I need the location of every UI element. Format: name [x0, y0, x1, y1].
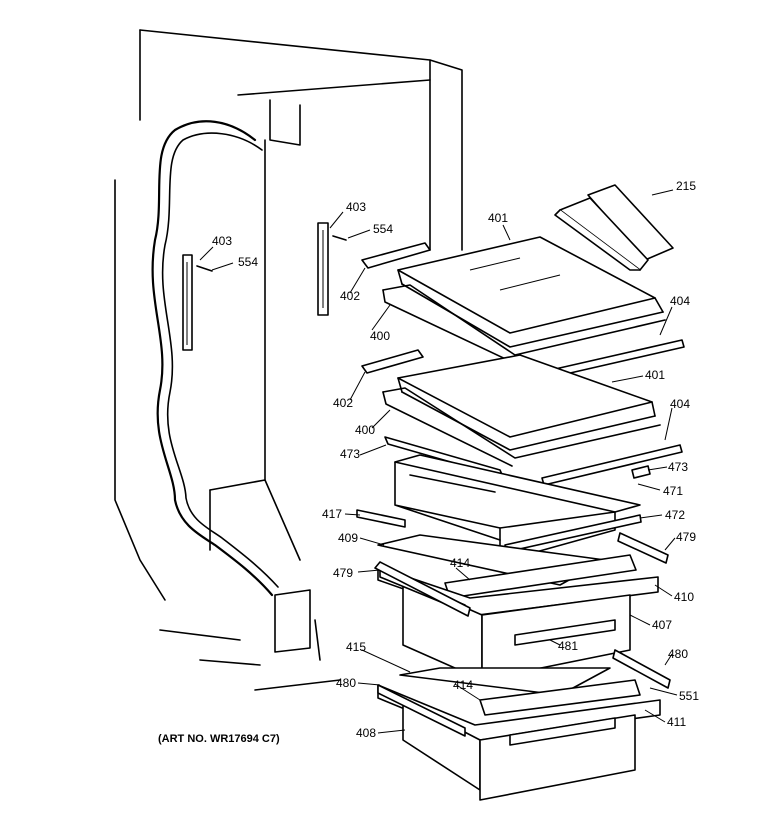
pan-support-lower	[479, 679, 641, 716]
drawer-rail-lower-right	[612, 649, 671, 689]
pan-cover-lower	[399, 667, 611, 696]
callout-554-right: 554	[373, 222, 393, 236]
callout-414-lower: 414	[453, 678, 473, 692]
shelf-ladder-right	[317, 222, 329, 316]
callout-408: 408	[356, 726, 376, 740]
callout-400-middle: 400	[355, 423, 375, 437]
callout-404-upper: 404	[670, 294, 690, 308]
callout-410: 410	[674, 590, 694, 604]
screw-left	[196, 265, 213, 272]
shelf-frame-upper	[382, 284, 666, 363]
callout-409: 409	[338, 531, 358, 545]
callout-400-upper: 400	[370, 329, 390, 343]
callout-404-middle: 404	[670, 397, 690, 411]
callout-402-upper: 402	[340, 289, 360, 303]
art-number-caption: (ART NO. WR17694 C7)	[158, 733, 280, 745]
callout-472: 472	[665, 508, 685, 522]
cover-support-clip-right	[631, 465, 651, 479]
glass-shelf-upper	[397, 236, 664, 348]
shelf-support-middle	[361, 349, 424, 374]
crisper-drawer-lower	[377, 684, 661, 801]
callout-481: 481	[558, 639, 578, 653]
shelf-ladder-left	[182, 254, 193, 351]
callout-480-right: 480	[668, 647, 688, 661]
callout-479-right: 479	[676, 530, 696, 544]
callout-403-left: 403	[212, 234, 232, 248]
callout-215: 215	[676, 179, 696, 193]
screw-right	[332, 235, 347, 241]
shelf-trim-middle	[541, 444, 683, 486]
callout-480-left: 480	[336, 676, 356, 690]
callout-551: 551	[679, 689, 699, 703]
slide-rail-upper-left	[356, 509, 406, 528]
callout-402-middle: 402	[333, 396, 353, 410]
snack-pan	[394, 454, 642, 563]
cabinet-liner	[114, 29, 463, 691]
callout-417: 417	[322, 507, 342, 521]
leader-lines	[199, 189, 678, 734]
door-bin	[554, 184, 674, 271]
slide-rail-upper-right	[617, 532, 669, 564]
callout-401-middle: 401	[645, 368, 665, 382]
glass-shelf-middle	[397, 354, 656, 451]
callouts: 215 401 403 554 403 554 402 400 404 401 …	[212, 179, 699, 740]
shelf-frame-middle	[382, 387, 661, 467]
callout-411: 411	[667, 715, 686, 729]
callout-554-left: 554	[238, 255, 258, 269]
callout-471: 471	[663, 484, 683, 498]
callout-414-upper: 414	[450, 556, 470, 570]
callout-407: 407	[652, 618, 672, 632]
callout-479-left: 479	[333, 566, 353, 580]
callout-415: 415	[346, 640, 366, 654]
drawer-rail-left	[374, 561, 471, 617]
callout-401-upper: 401	[488, 211, 508, 225]
callout-403-right: 403	[346, 200, 366, 214]
callout-473-left: 473	[340, 447, 360, 461]
shelf-support-upper	[361, 242, 431, 269]
callout-473-right: 473	[668, 460, 688, 474]
